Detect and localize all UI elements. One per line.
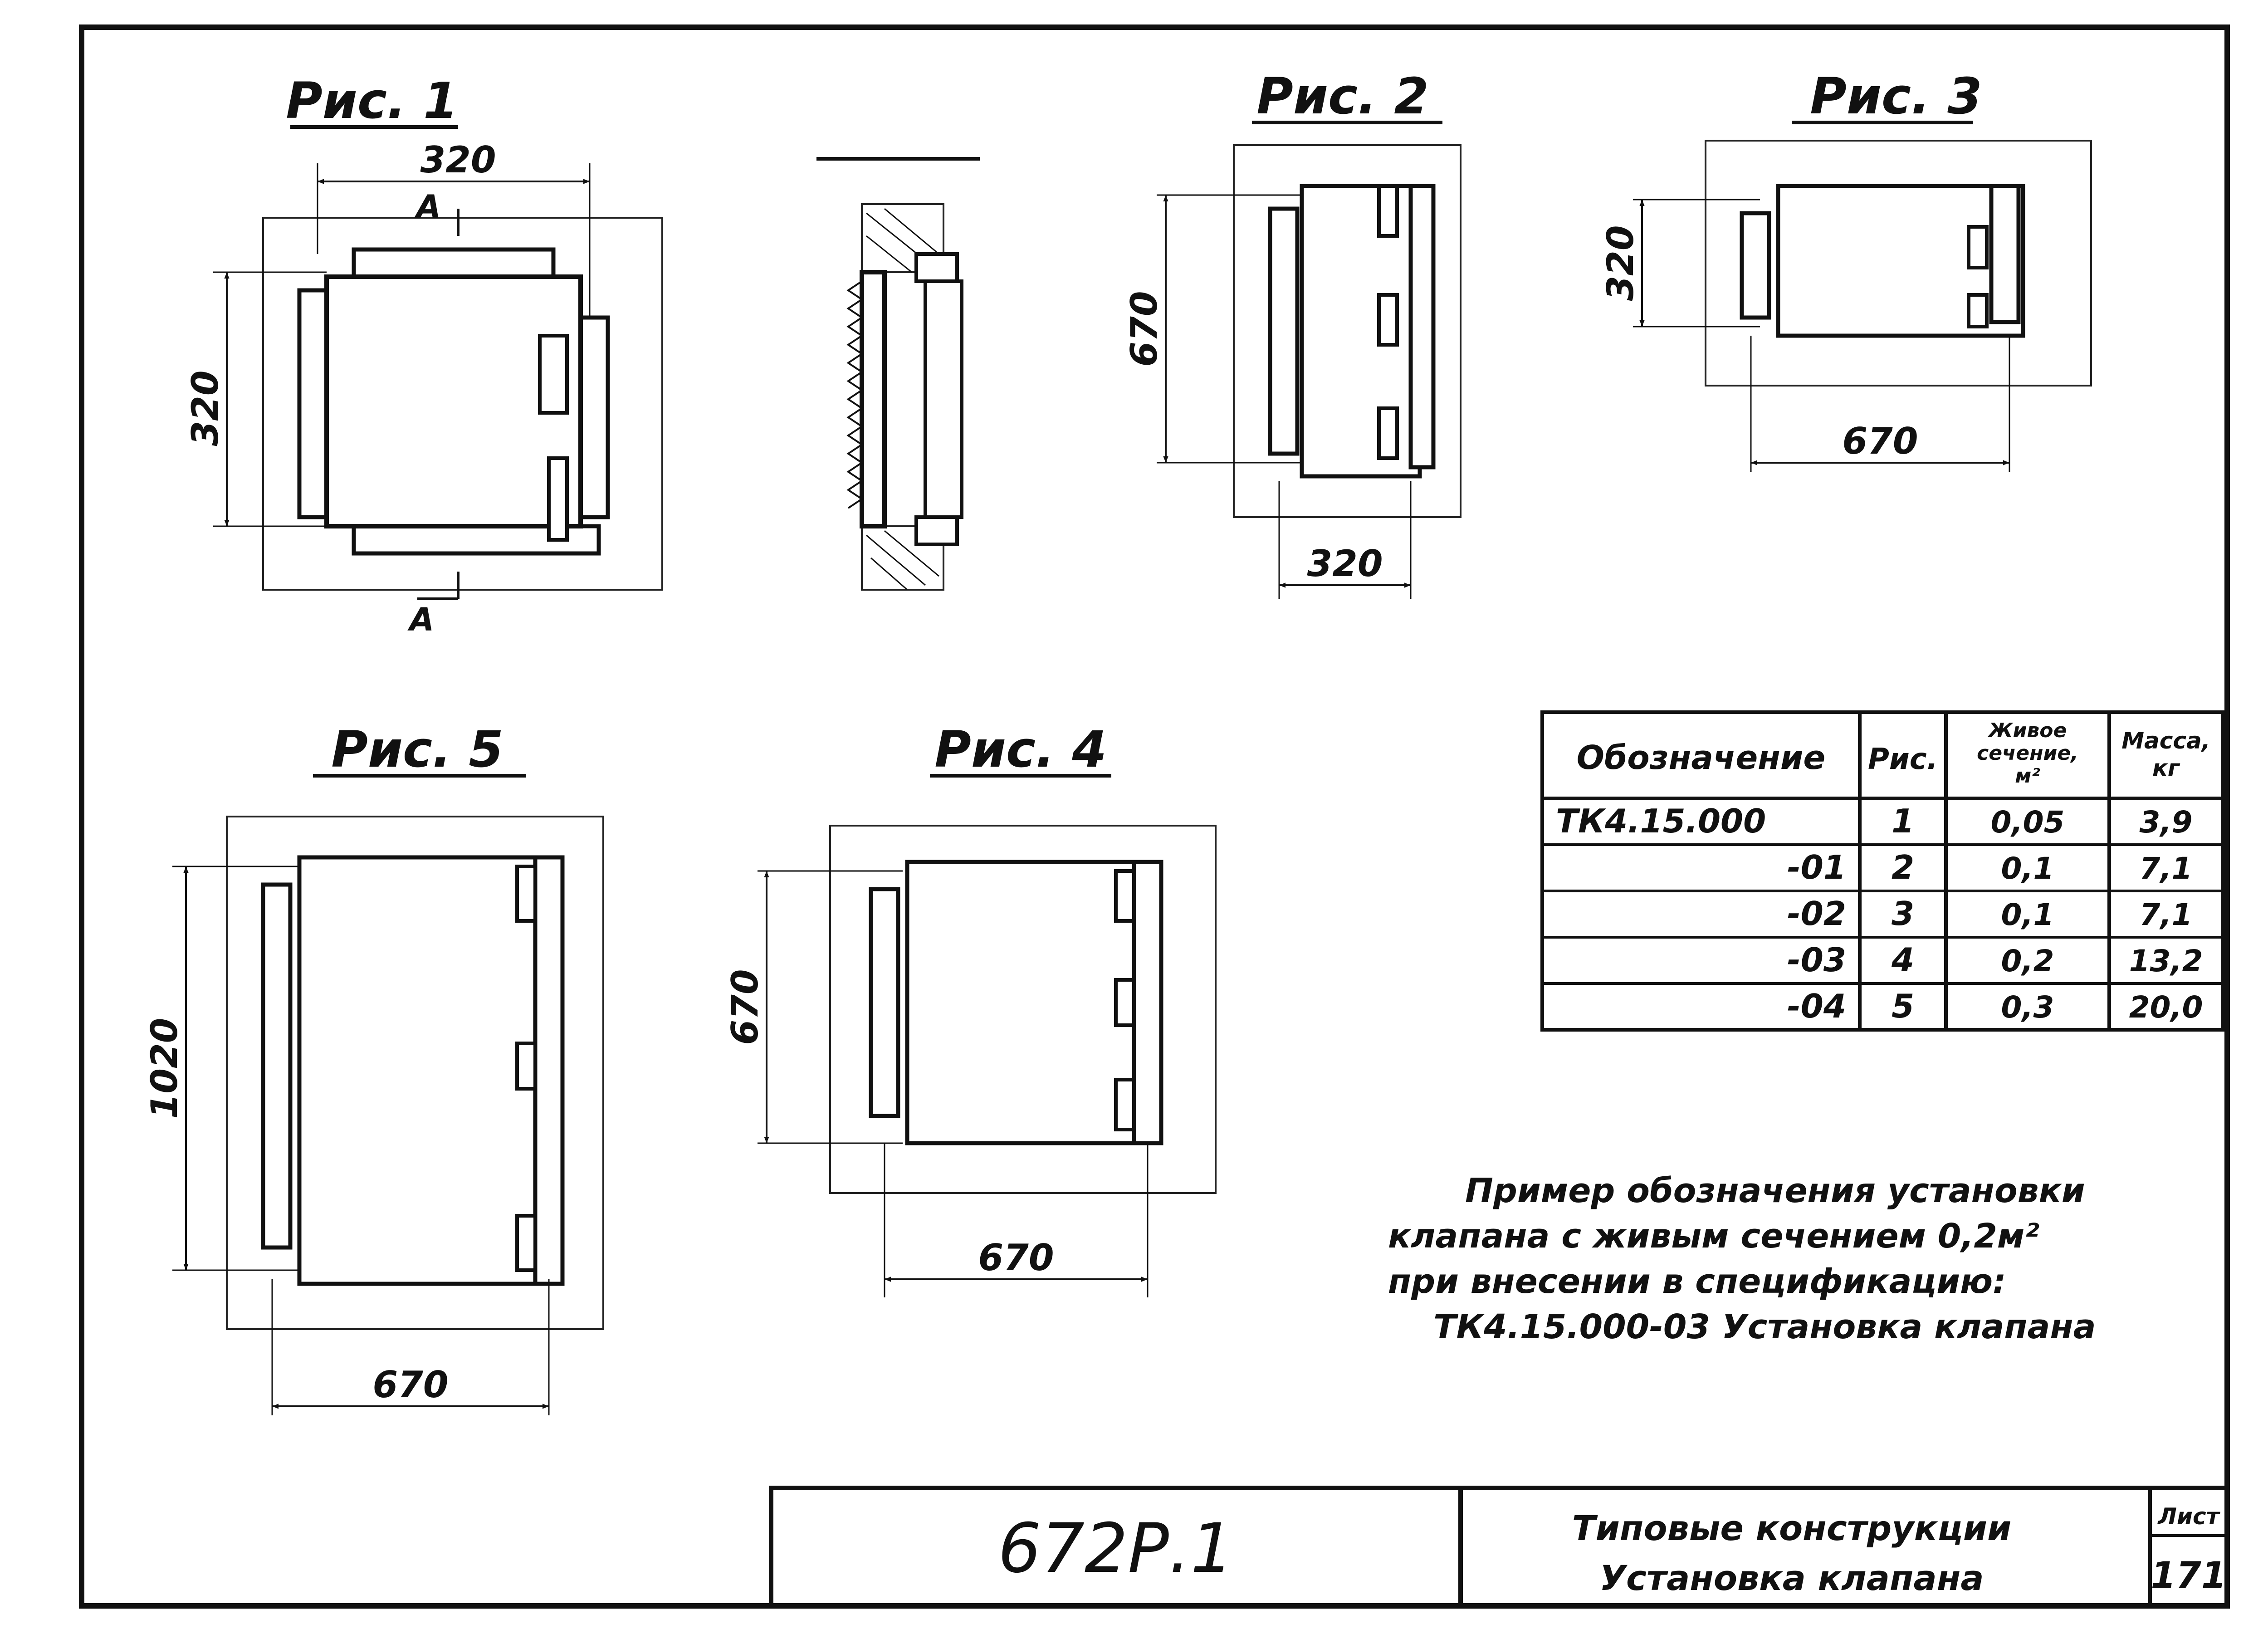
- figure-2-title: Рис. 2: [1256, 67, 1429, 125]
- title-block-sheet-label: Лист: [2157, 1503, 2220, 1530]
- figure-1: Рис. 1 320 320 А А: [184, 72, 663, 638]
- title-block-title-line-2: Установка клапана: [1599, 1558, 1984, 1598]
- table-row-5-mass: 20,0: [2129, 990, 2203, 1025]
- figure-5-dim-left: 1020: [143, 1018, 186, 1119]
- table-row-3-mass: 7,1: [2140, 897, 2193, 932]
- table-row-3-designation: -02: [1787, 895, 1846, 933]
- table-row-1-area: 0,05: [1991, 805, 2065, 840]
- title-block: 672Р.1 Типовые конструкции Установка кла…: [769, 1486, 2229, 1608]
- figure-2-dim-bottom: 320: [1307, 543, 1383, 585]
- table-header-fig: Рис.: [1868, 743, 1938, 776]
- table-header-mass-line2: кг: [2152, 755, 2180, 781]
- table-row-5-designation: -04: [1787, 987, 1846, 1025]
- figure-5-title: Рис. 5: [331, 720, 503, 778]
- table-row-4-fig: 4: [1891, 941, 1914, 979]
- figure-2: Рис. 2 670 320: [1123, 67, 1461, 599]
- figure-4-title: Рис. 4: [934, 720, 1107, 778]
- figure-2-dim-left: 670: [1123, 291, 1165, 367]
- table-header-mass-line1: Масса,: [2121, 728, 2210, 754]
- table-row-5-area: 0,3: [2001, 990, 2054, 1025]
- figure-1-dim-top: 320: [420, 139, 496, 181]
- figure-4-dim-bottom: 670: [978, 1237, 1054, 1279]
- figure-3-title: Рис. 3: [1810, 67, 1982, 125]
- title-block-code: 672Р.1: [998, 1509, 1234, 1588]
- table-header-area-line2: сечение,: [1977, 742, 2078, 765]
- figure-3: Рис. 3 320 670: [1599, 67, 2092, 472]
- table-row-4-designation: -03: [1787, 941, 1846, 979]
- table-header-area-line1: Живое: [1987, 719, 2067, 742]
- figure-1-section-mark-bottom: А: [407, 601, 434, 638]
- figure-5: Рис. 5 1020 670: [143, 720, 604, 1415]
- designation-note: Пример обозначения установки клапана с ж…: [1388, 1171, 2096, 1346]
- figure-3-dim-bottom: 670: [1843, 420, 1918, 462]
- title-block-title-line-1: Типовые конструкции: [1572, 1508, 2011, 1548]
- note-line-3: при внесении в спецификацию:: [1388, 1262, 2006, 1301]
- figure-1-section-mark-top: А: [414, 188, 441, 225]
- title-block-sheet-number: 171: [2151, 1554, 2227, 1596]
- note-line-4: ТК4.15.000-03 Установка клапана: [1433, 1307, 2096, 1346]
- table-row-2-designation: -01: [1787, 848, 1846, 886]
- note-line-2: клапана с живым сечением 0,2м²: [1388, 1217, 2039, 1256]
- table-row-4-mass: 13,2: [2129, 944, 2203, 978]
- figure-5-dim-bottom: 670: [373, 1364, 449, 1406]
- note-line-1: Пример обозначения установки: [1465, 1171, 2085, 1210]
- table-row-3-area: 0,1: [2001, 897, 2054, 932]
- table-row-2-fig: 2: [1892, 848, 1914, 886]
- table-header-designation: Обозначение: [1577, 739, 1825, 777]
- table-header-area-line3: м²: [2015, 764, 2040, 788]
- figure-1-dim-left: 320: [184, 371, 226, 446]
- figure-4: Рис. 4 670 670: [724, 720, 1217, 1297]
- table-row-1-designation: ТК4.15.000: [1556, 802, 1766, 840]
- table-row-2-mass: 7,1: [2140, 851, 2193, 886]
- table-row-3-fig: 3: [1892, 895, 1914, 933]
- table-row-4-area: 0,2: [2001, 944, 2054, 978]
- section-a-a: [816, 157, 980, 591]
- figure-4-dim-left: 670: [724, 969, 766, 1045]
- spec-table: Обозначение Рис. Живое сечение, м² Масса…: [1540, 710, 2224, 1032]
- table-row-5-fig: 5: [1892, 987, 1914, 1025]
- figure-1-title: Рис. 1: [286, 72, 458, 130]
- table-row-1-fig: 1: [1892, 802, 1914, 840]
- table-row-2-area: 0,1: [2001, 851, 2054, 886]
- figure-3-dim-left: 320: [1599, 225, 1642, 301]
- table-row-1-mass: 3,9: [2140, 805, 2193, 840]
